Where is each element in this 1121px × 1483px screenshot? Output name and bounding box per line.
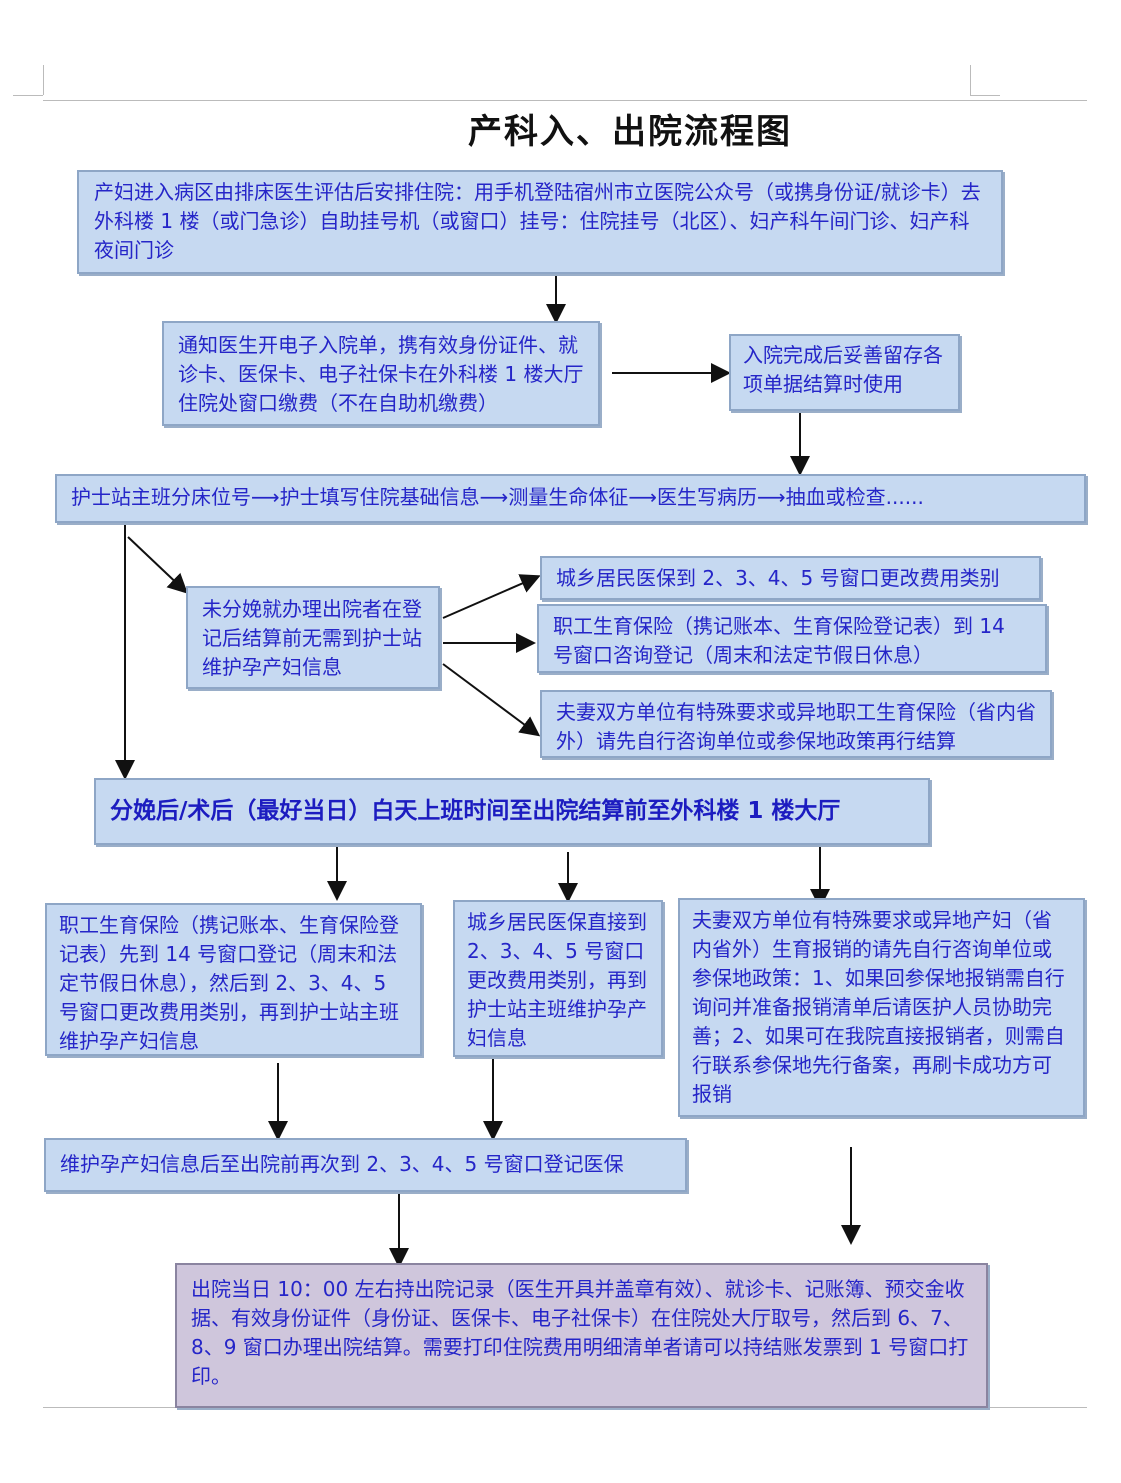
step-after-delivery: 分娩后/术后（最好当日）白天上班时间至出院结算前至外科楼 1 楼大厅 [94,778,930,845]
step-keep-receipts: 入院完成后妥善留存各项单据结算时使用 [729,334,960,411]
arrow [442,574,541,619]
step-register-insurance: 维护孕产妇信息后至出院前再次到 2、3、4、5 号窗口登记医保 [44,1138,687,1192]
step-discharge: 出院当日 10：00 左右持出院记录（医生开具并盖章有效）、就诊卡、记账簿、预交… [175,1263,988,1408]
step-special-post: 夫妻双方单位有特殊要求或异地产妇（省内省外）生育报销的请先自行咨询单位或参保地政… [678,898,1085,1117]
step-special-pre: 夫妻双方单位有特殊要求或异地职工生育保险（省内省外）请先自行咨询单位或参保地政策… [540,690,1052,758]
arrow [442,663,541,737]
step-payment: 通知医生开电子入院单，携有效身份证件、就诊卡、医保卡、电子社保卡在外科楼 1 楼… [162,321,600,426]
page-title: 产科入、出院流程图 [468,112,792,152]
step-rural-insurance-post: 城乡居民医保直接到 2、3、4、5 号窗口更改费用类别，再到护士站主班维护孕产妇… [453,900,663,1057]
corner-mark-right-h [970,95,1000,96]
step-before-delivery: 未分娩就办理出院者在登记后结算前无需到护士站维护孕产妇信息 [186,586,440,689]
step-nurse-station: 护士站主班分床位号⟶护士填写住院基础信息⟶测量生命体征⟶医生写病历⟶抽血或检查.… [55,474,1086,523]
step-rural-insurance-pre: 城乡居民医保到 2、3、4、5 号窗口更改费用类别 [540,556,1041,600]
corner-mark-right [970,65,971,95]
corner-mark-left-h [13,95,43,96]
step-employee-maternity-post: 职工生育保险（携记账本、生育保险登记表）先到 14 号窗口登记（周末和法定节假日… [45,903,422,1056]
arrow [127,536,188,594]
step-admission: 产妇进入病区由排床医生评估后安排住院：用手机登陆宿州市立医院公众号（或携身份证/… [77,170,1003,274]
page-top-rule [43,100,1087,101]
corner-mark-left [43,65,44,95]
step-employee-maternity-pre: 职工生育保险（携记账本、生育保险登记表）到 14 号窗口咨询登记（周末和法定节假… [537,604,1047,673]
